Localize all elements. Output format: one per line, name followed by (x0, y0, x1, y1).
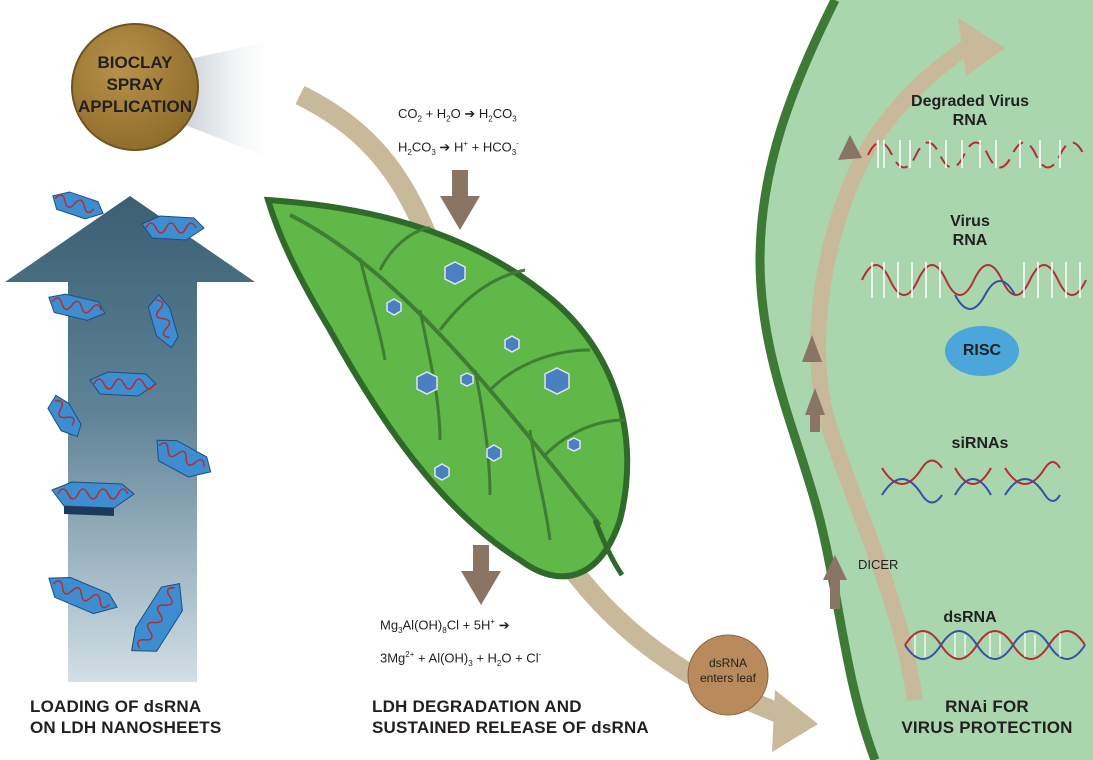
spray-label-line2: SPRAY (106, 75, 164, 94)
equation-ldh: Mg3Al(OH)8Cl + 5H+ ➔ (380, 617, 510, 635)
down-arrow-bottom (461, 545, 501, 605)
dsrna-bubble (687, 634, 769, 716)
spray-ball (71, 23, 199, 151)
nanosheet (141, 215, 205, 241)
nanosheet (47, 394, 82, 438)
label-dicer: DICER (858, 557, 899, 572)
bubble-label-line1: dsRNA (708, 656, 747, 670)
label-degraded-line2: RNA (952, 112, 988, 129)
caption-degradation-line1: LDH DEGRADATION AND (372, 697, 582, 716)
caption-rnai-line1: RNAi FOR (945, 697, 1029, 716)
nanosheet (52, 191, 104, 220)
equation-h2co3: H2CO3 ➔ H+ + HCO3- (398, 138, 519, 157)
dsrna-strands (904, 630, 1086, 660)
caption-degradation: LDH DEGRADATION AND SUSTAINED RELEASE OF… (372, 696, 649, 738)
equation-products: 3Mg2+ + Al(OH)3 + H2O + Cl- (380, 649, 542, 668)
label-virus-line2: RNA (952, 232, 988, 249)
risc-complex (945, 326, 1019, 376)
label-dsrna: dsRNA (943, 609, 997, 626)
label-sirnas: siRNAs (951, 435, 1009, 452)
leaf (263, 196, 631, 580)
sirnas (881, 459, 1061, 504)
ldh-nanosheets (47, 191, 212, 652)
down-arrow-top (440, 170, 480, 230)
nanosheet (156, 439, 212, 478)
ldh-particles (386, 261, 581, 481)
equations-top: CO2 + H2O ➔ H2CO3 H2CO3 ➔ H+ + HCO3- (398, 102, 519, 165)
caption-rnai-line2: VIRUS PROTECTION (901, 718, 1073, 737)
spray-label: BIOCLAY SPRAY APPLICATION (72, 52, 198, 118)
loading-arrow (5, 196, 255, 682)
label-degraded-line1: Degraded Virus (911, 93, 1029, 110)
degraded-virus-rna (867, 140, 1085, 169)
caption-degradation-line2: SUSTAINED RELEASE OF dsRNA (372, 718, 649, 737)
nanosheet (51, 481, 135, 516)
nanosheet (131, 583, 183, 652)
nanosheet (89, 371, 157, 397)
caption-loading-line2: ON LDH NANOSHEETS (30, 718, 222, 737)
spray-label-line1: BIOCLAY (97, 53, 173, 72)
spray-cone (185, 40, 275, 160)
plant-cell-wall (755, 0, 880, 760)
label-risc: RISC (962, 342, 1002, 359)
caption-rnai: RNAi FOR VIRUS PROTECTION (882, 696, 1092, 738)
nanosheet (147, 294, 179, 349)
bubble-label: dsRNA enters leaf (688, 656, 768, 686)
caption-loading: LOADING OF dsRNA ON LDH NANOSHEETS (30, 696, 221, 738)
label-degraded-virus-rna: Degraded Virus RNA (900, 92, 1040, 130)
equations-bottom: Mg3Al(OH)8Cl + 5H+ ➔ 3Mg2+ + Al(OH)3 + H… (380, 610, 541, 676)
rnai-arrow (810, 38, 975, 702)
label-virus-line1: Virus (950, 213, 990, 230)
bubble-label-line2: enters leaf (699, 671, 757, 685)
label-virus-rna: Virus RNA (930, 212, 1010, 250)
rnai-arrowhead (958, 18, 1005, 76)
spray-label-line3: APPLICATION (78, 97, 192, 116)
equation-co2-h2o: CO2 + H2O ➔ H2CO3 (398, 106, 517, 124)
virus-rna (861, 262, 1087, 310)
nanosheet (48, 576, 118, 615)
pathway-arrowhead (772, 690, 818, 752)
caption-loading-line1: LOADING OF dsRNA (30, 697, 202, 716)
nanosheet (48, 293, 106, 321)
rnai-step-arrows (802, 135, 862, 609)
